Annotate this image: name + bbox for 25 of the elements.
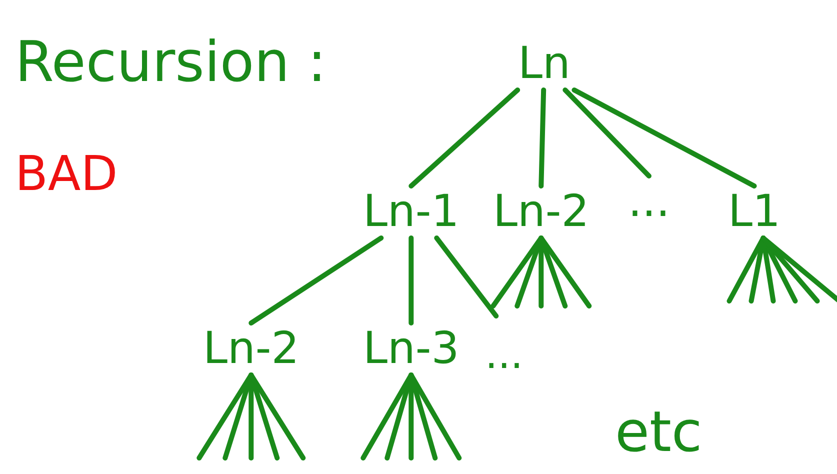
ellipsis-text: ...: [485, 335, 524, 375]
branch-line: [248, 236, 384, 326]
title-text: Recursion :: [15, 35, 326, 91]
note-text: BAD: [15, 150, 118, 198]
branch-line: [408, 88, 520, 188]
term-label: ...: [625, 178, 673, 226]
branch-line: [572, 88, 757, 188]
term-label: Ln-2: [490, 188, 592, 236]
branch-line: [248, 372, 306, 460]
branch-line: [248, 372, 254, 460]
branch-line: [562, 88, 652, 178]
term-label: Ln-1: [360, 188, 462, 236]
branch-line: [538, 236, 592, 308]
branch-line: [408, 372, 462, 460]
term-label: Ln-3: [360, 325, 462, 373]
branch-line: [538, 88, 546, 188]
term-label: Ln: [515, 40, 574, 88]
branch-line: [408, 236, 414, 326]
branch-line: [434, 236, 499, 318]
etc-text: etc: [615, 405, 702, 461]
branch-line: [748, 236, 766, 304]
term-label: Ln-2: [200, 325, 302, 373]
term-label: L1: [725, 188, 784, 236]
branch-line: [408, 372, 414, 460]
branch-line: [760, 236, 837, 304]
